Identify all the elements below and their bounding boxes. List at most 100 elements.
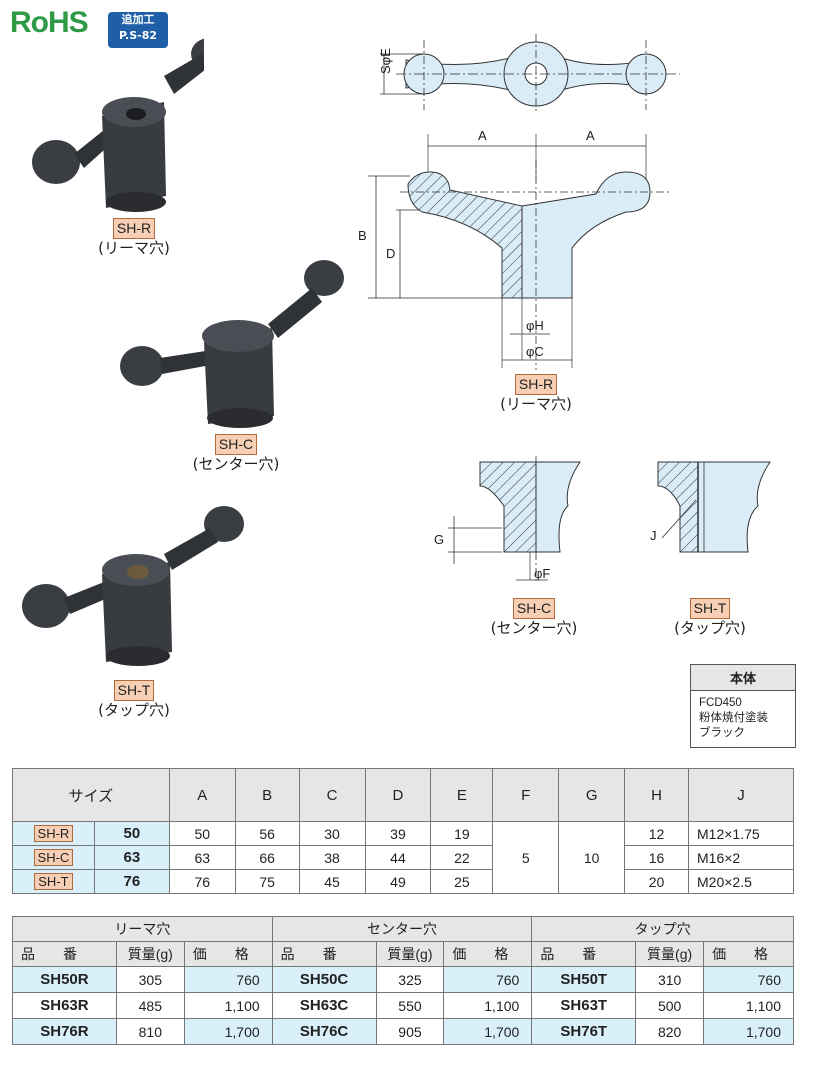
code-tag: SH-R [514, 374, 558, 395]
header-price: 価 格 [703, 941, 794, 967]
dim-b-label: B [358, 228, 367, 243]
code-tag: SH-C [214, 434, 258, 455]
price: 1,100 [183, 992, 273, 1019]
cell-a: 76 [168, 869, 236, 894]
table-row: SH50R 305 760 SH50C 325 760 SH50T 310 76… [12, 966, 794, 993]
code-tag: SH-R [33, 825, 74, 842]
caption: (センター穴) [192, 455, 280, 473]
material-title: 本体 [691, 665, 795, 691]
cell-j: M16×2 [688, 845, 794, 870]
table-row: SH-T 76 76 75 45 49 25 20 M20×2.5 [12, 869, 794, 894]
code-tag: SH-T [689, 598, 731, 619]
part-number: SH50C [271, 966, 377, 993]
header-e: E [430, 768, 494, 822]
part-number: SH63T [531, 992, 637, 1019]
drawing-detail-sh-t: J [650, 461, 771, 553]
price: 1,100 [703, 992, 794, 1019]
size-cell: 50 [93, 821, 170, 846]
part-number: SH63C [271, 992, 377, 1019]
cell-e: 19 [430, 821, 494, 846]
cell-c: 30 [298, 821, 366, 846]
table-row: SH-C 63 63 66 38 44 22 16 M16×2 [12, 845, 794, 870]
caption: (タップ穴) [98, 701, 170, 719]
cell-b: 56 [234, 821, 300, 846]
drawing-front-view: A A B D φH φC [358, 128, 670, 370]
header-c: C [298, 768, 366, 822]
group-center: センター穴 [271, 916, 533, 942]
cell-b: 75 [234, 869, 300, 894]
price: 760 [443, 966, 533, 993]
cell-h: 20 [624, 869, 690, 894]
header-mass: 質量(g) [375, 941, 445, 967]
dim-f-label: φF [534, 566, 550, 581]
mass: 810 [115, 1018, 185, 1045]
cell-h: 16 [624, 845, 690, 870]
dim-a-label-left: A [478, 128, 487, 143]
badge-line2: P.S-82 [118, 29, 158, 42]
part-number: SH63R [12, 992, 117, 1019]
rohs-logo: RoHS [10, 6, 89, 39]
code-tag: SH-T [34, 873, 73, 890]
drawing-detail-sh-c: G φF [434, 456, 581, 581]
dim-h-label: φH [526, 318, 544, 333]
mass: 485 [115, 992, 185, 1019]
part-number: SH50T [531, 966, 637, 993]
size-cell: 76 [93, 869, 170, 894]
header-mass: 質量(g) [115, 941, 185, 967]
size-cell: 63 [93, 845, 170, 870]
cell-c: 38 [298, 845, 366, 870]
sub-header-row: 品 番 質量(g) 価 格 品 番 質量(g) 価 格 品 番 質量(g) 価 … [12, 941, 794, 967]
header-part-no: 品 番 [12, 941, 117, 967]
mass: 310 [635, 966, 705, 993]
dim-se-label: SφE [378, 48, 393, 74]
mass: 820 [635, 1018, 705, 1045]
photo-sh-r [14, 36, 204, 216]
drawing-caption-sh-c: SH-C (センター穴) [474, 598, 594, 638]
photo-sh-c [112, 252, 352, 432]
cell-d: 49 [364, 869, 432, 894]
dim-j-label: J [650, 528, 657, 543]
cell-f: 5 [492, 821, 560, 894]
cell-j: M20×2.5 [688, 869, 794, 894]
header-a: A [168, 768, 236, 822]
photo-sh-t [14, 494, 254, 674]
material-line: 粉体焼付塗装 [699, 712, 768, 724]
photo-caption-sh-r: SH-R (リーマ穴) [74, 218, 194, 258]
drawing-caption-sh-t: SH-T (タップ穴) [650, 598, 770, 638]
cell-j: M12×1.75 [688, 821, 794, 846]
table-row: SH-R 50 50 56 30 39 19 5 10 12 M12×1.75 [12, 821, 794, 894]
code-tag: SH-T [113, 680, 155, 701]
table-row: SH76R 810 1,700 SH76C 905 1,700 SH76T 82… [12, 1018, 794, 1045]
header-price: 価 格 [443, 941, 533, 967]
price: 1,700 [183, 1018, 273, 1045]
part-number: SH76T [531, 1018, 637, 1045]
dim-c-label: φC [526, 344, 544, 359]
cell-d: 44 [364, 845, 432, 870]
header-g: G [558, 768, 626, 822]
header-d: D [364, 768, 432, 822]
code-cell: SH-R [12, 821, 95, 846]
code-tag: SH-C [512, 598, 556, 619]
caption: (リーマ穴) [98, 239, 170, 257]
spec-table: サイズ A B C D E F G H J SH-R 50 50 56 30 3… [12, 768, 794, 894]
cell-g: 10 [558, 821, 626, 894]
spec-header-row: サイズ A B C D E F G H J [12, 768, 794, 822]
dim-d-label: D [386, 246, 395, 261]
part-number: SH50R [12, 966, 117, 993]
photo-caption-sh-t: SH-T (タップ穴) [74, 680, 194, 720]
group-reamer: リーマ穴 [12, 916, 273, 942]
price-table: リーマ穴 センター穴 タップ穴 品 番 質量(g) 価 格 品 番 質量(g) … [12, 916, 794, 1045]
dim-a-label-right: A [586, 128, 595, 143]
cell-a: 63 [168, 845, 236, 870]
mass: 500 [635, 992, 705, 1019]
mass: 905 [375, 1018, 445, 1045]
cell-c: 45 [298, 869, 366, 894]
header-part-no: 品 番 [531, 941, 637, 967]
cell-a: 50 [168, 821, 236, 846]
price: 760 [183, 966, 273, 993]
group-tap: タップ穴 [531, 916, 794, 942]
header-b: B [234, 768, 300, 822]
badge-line1: 追加工 [121, 13, 155, 26]
mass: 550 [375, 992, 445, 1019]
header-h: H [624, 768, 690, 822]
